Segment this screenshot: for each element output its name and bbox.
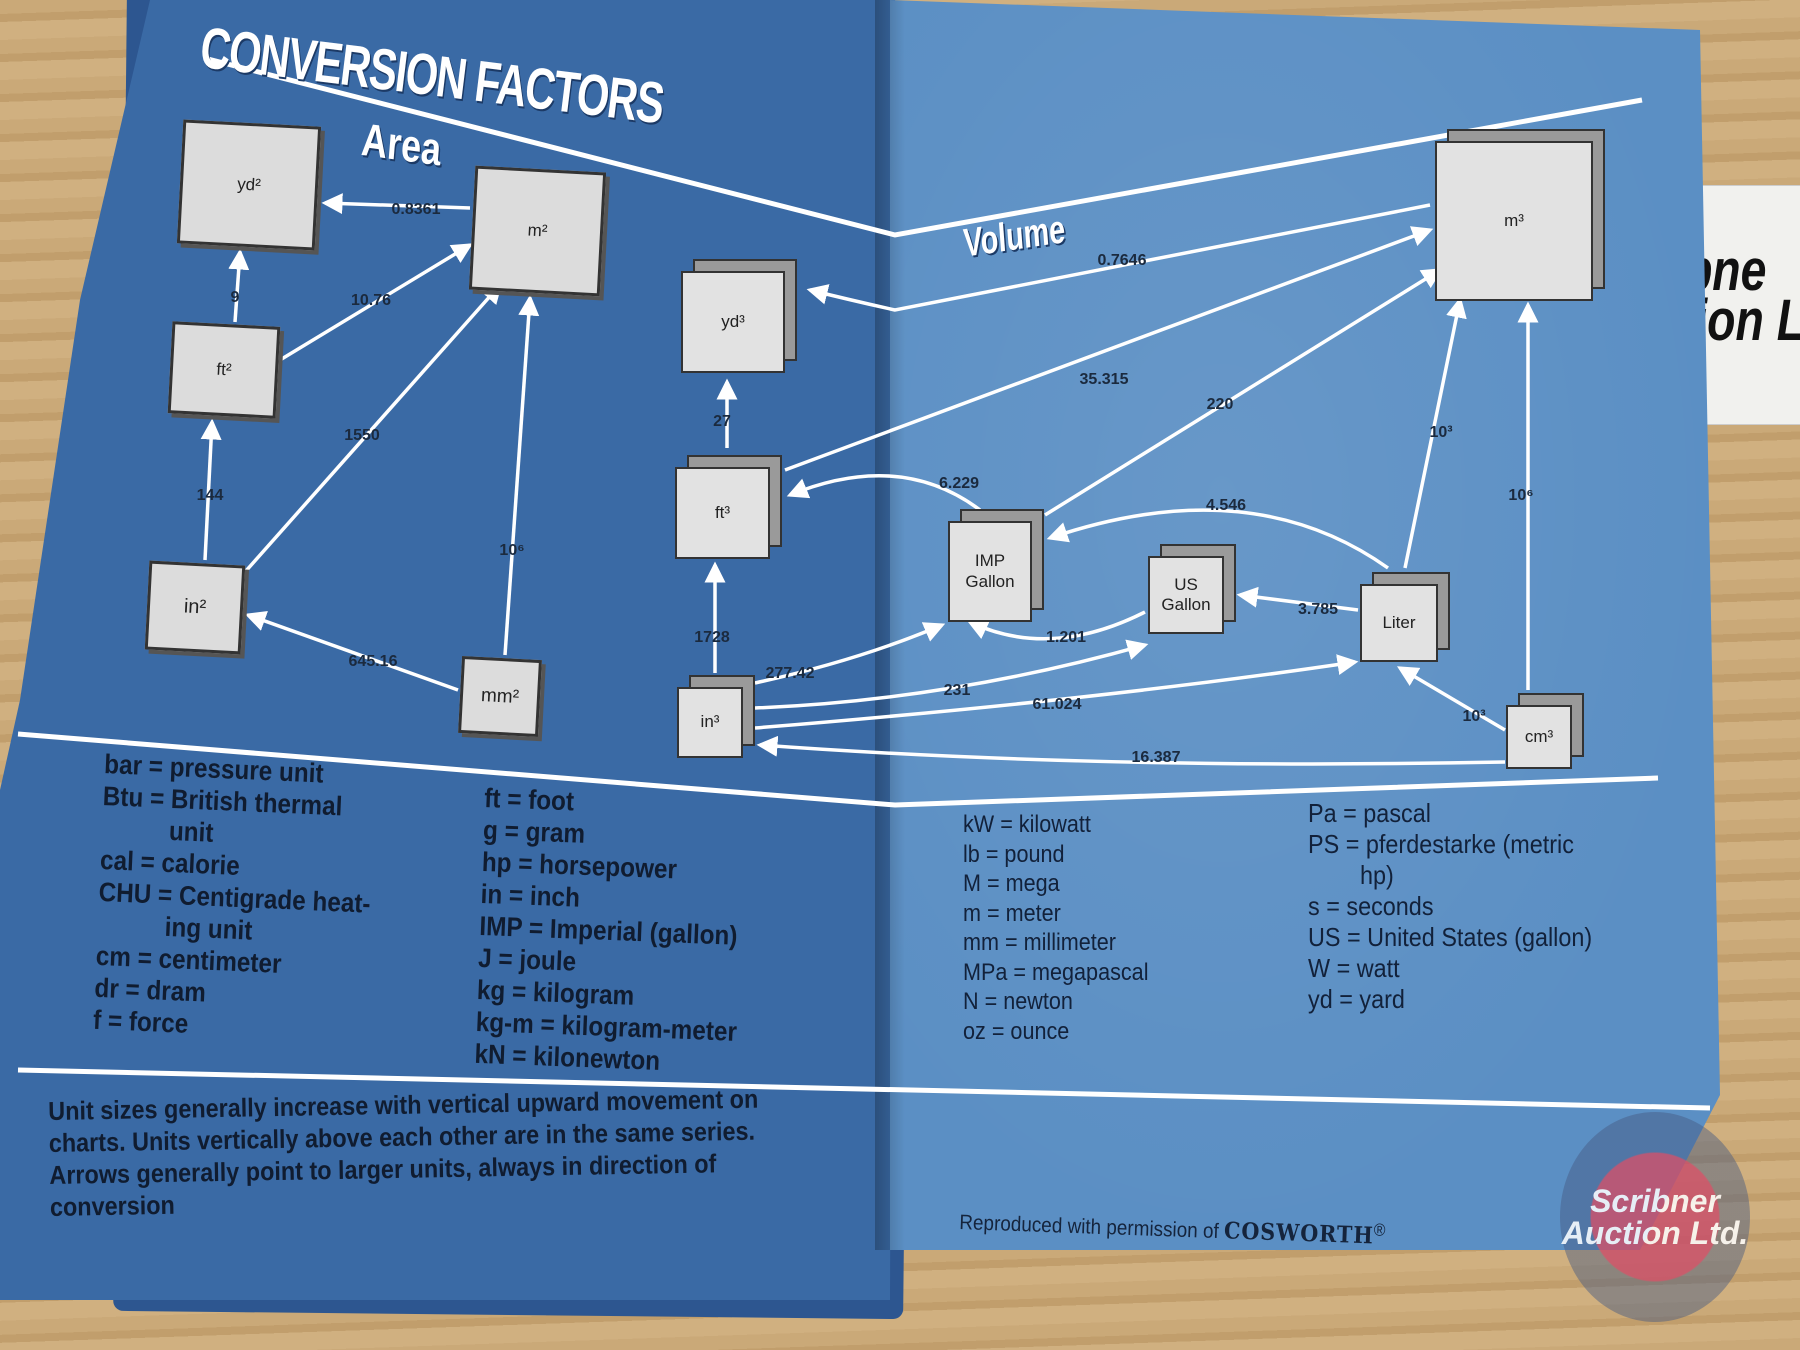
arrow-imp-ft3 <box>786 474 982 512</box>
node-yd3: yd³ <box>681 271 785 373</box>
arrow-imp-m3 <box>1044 268 1443 517</box>
factor-liter-us: 3.785 <box>1297 601 1339 618</box>
arrow-ft2-yd2 <box>228 248 250 323</box>
node-imp-gallon: IMP Gallon <box>948 521 1032 622</box>
node-in2: in² <box>144 560 246 655</box>
cosworth-logo: COSWORTH <box>1223 1217 1375 1250</box>
arrow-in2-ft2 <box>200 418 222 561</box>
divider-middle <box>17 731 1659 808</box>
watermark-stamp: Scribner Auction Ltd. <box>1560 1112 1750 1322</box>
book-spine <box>875 0 905 1250</box>
factor-liter-m3: 10³ <box>1429 424 1453 441</box>
factor-mm2-m2: 10⁶ <box>499 542 525 559</box>
arrow-in2-m2 <box>243 282 503 574</box>
registered-mark: ® <box>1373 1219 1386 1240</box>
arrow-cm3-in3 <box>756 735 1506 766</box>
factor-in3-us: 231 <box>943 682 971 699</box>
node-us-gallon: US Gallon <box>1148 556 1224 634</box>
factor-ft2-m2: 10.76 <box>350 292 392 309</box>
factor-us-imp: 1.201 <box>1045 629 1087 646</box>
divider-bottom <box>17 1067 1711 1111</box>
factor-in3-imp: 277.42 <box>765 665 815 682</box>
abbreviations-left-col1: bar = pressure unit Btu = British therma… <box>92 748 372 1039</box>
node-liter: Liter <box>1360 584 1438 662</box>
node-m2: m² <box>468 165 607 297</box>
arrow-mm2-m2 <box>503 294 540 656</box>
factor-cm3-in3: 16.387 <box>1131 749 1181 766</box>
divider-top <box>203 55 1643 238</box>
area-heading: Area <box>359 112 444 176</box>
abbreviations-right-col2: Pa = pascal PS = pferdestarke (metric hp… <box>1308 798 1593 1014</box>
factor-mm2-in2: 645.16 <box>348 653 398 670</box>
factor-cm3-liter: 10³ <box>1462 708 1486 725</box>
arrow-us-imp <box>966 610 1146 641</box>
arrow-in3-imp <box>754 622 946 685</box>
factor-imp-m3: 220 <box>1206 396 1234 413</box>
factor-in2-m2: 1550 <box>344 427 380 444</box>
arrow-in3-us <box>754 639 1149 710</box>
node-m3: m³ <box>1435 141 1593 301</box>
chart-note: Unit sizes generally increase with verti… <box>48 1083 759 1222</box>
factor-ft3-yd3: 27 <box>713 413 731 430</box>
factor-cm3-m3: 10⁶ <box>1508 487 1534 504</box>
node-mm2: mm² <box>458 655 542 738</box>
factor-m3-yd3: 0.7646 <box>1097 252 1147 269</box>
factor-in3-liter: 61.024 <box>1032 696 1082 713</box>
arrow-in3-liter <box>754 654 1359 730</box>
watermark-text: Scribner Auction Ltd. <box>1561 1183 1749 1251</box>
factor-in2-ft2: 144 <box>196 487 224 504</box>
node-ft3: ft³ <box>675 467 770 559</box>
factor-ft3-m3: 35.315 <box>1079 371 1129 388</box>
node-ft2: ft² <box>167 321 281 419</box>
abbreviations-right-col1: kW = kilowatt lb = pound M = mega m = me… <box>963 811 1149 1045</box>
left-page <box>0 0 895 1300</box>
factor-liter-imp: 4.546 <box>1205 497 1247 514</box>
arrow-cm3-liter <box>1396 666 1506 732</box>
factor-in3-ft3: 1728 <box>694 629 730 646</box>
abbreviations-left-col2: ft = foot g = gram hp = horsepower in = … <box>473 782 738 1076</box>
arrow-ft2-m2 <box>279 243 473 362</box>
arrow-liter-imp <box>1046 508 1390 570</box>
node-yd2: yd² <box>176 119 322 251</box>
node-cm3: cm³ <box>1506 705 1572 769</box>
arrow-liter-us <box>1236 586 1359 612</box>
factor-imp-ft3: 6.229 <box>938 475 980 492</box>
factor-ft2-yd2: 9 <box>230 289 240 306</box>
arrow-mm2-in2 <box>244 610 459 692</box>
arrow-ft3-m3 <box>784 226 1434 472</box>
arrow-m2-yd2 <box>321 193 471 215</box>
factor-m2-yd2: 0.8361 <box>391 201 441 218</box>
node-in3: in³ <box>677 687 743 758</box>
arrow-liter-m3 <box>1403 296 1467 569</box>
arrow-m3-yd3 <box>806 203 1431 312</box>
